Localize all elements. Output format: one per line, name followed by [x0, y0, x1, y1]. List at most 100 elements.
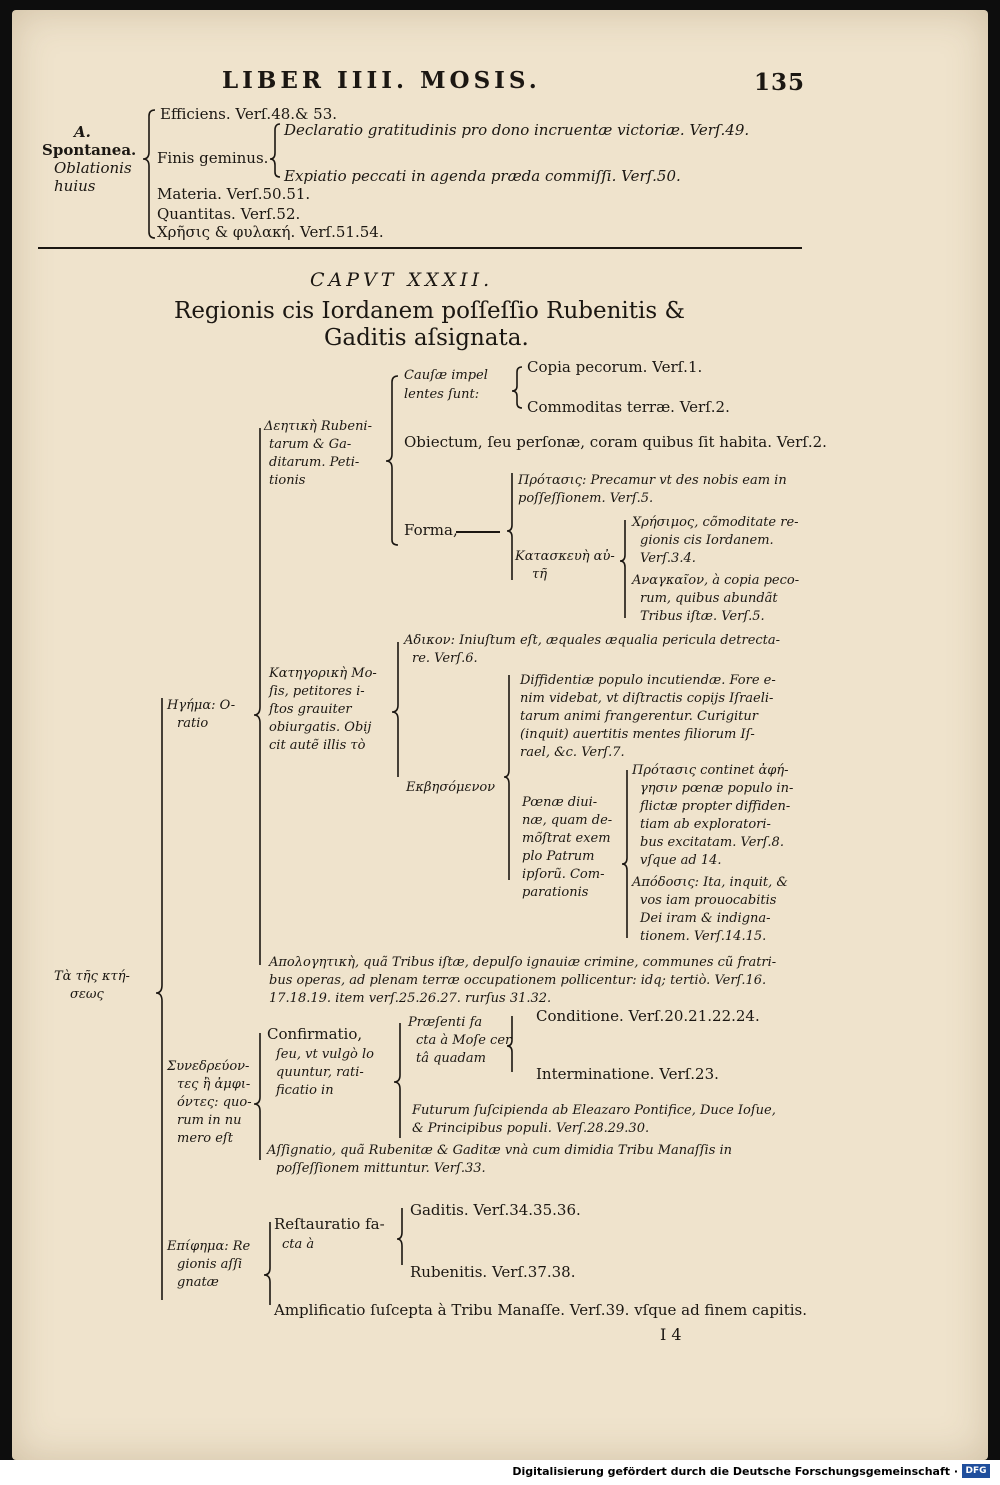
praesenti-2: cta à Moſe cer: [416, 1033, 512, 1048]
futurum-2: & Principibus populi. Verſ.28.29.30.: [412, 1121, 650, 1136]
root-label-1: Τὰ τῆς κτή-: [54, 969, 130, 984]
rubenitis-text: Rubenitis. Verſ.37.38.: [410, 1263, 576, 1281]
poenae-5: ipſorũ. Com-: [522, 867, 605, 882]
protasis2-6: vſque ad 14.: [640, 853, 722, 868]
kategorike-5: cit autẽ illis τὸ: [269, 738, 366, 753]
kataskeue-1: Κατασκευὴ αὐ-: [515, 549, 615, 564]
poenae-6: parationis: [522, 885, 589, 900]
kategorike-2: ſis, petitores i-: [269, 684, 365, 699]
forma-dash: [456, 531, 500, 533]
running-title: LIBER IIII. MOSIS.: [222, 67, 541, 94]
apodosis-3: Dei iram & indigna-: [640, 911, 771, 926]
top-label-a: A.: [74, 123, 91, 141]
forma-text: Forma,: [404, 521, 458, 539]
commoditas-text: Commoditas terræ. Verſ.2.: [527, 398, 730, 416]
interminatione-text: Interminatione. Verſ.23.: [536, 1065, 719, 1083]
diffidentiae-4: (inquit) auertitis mentes filiorum Iſ-: [520, 727, 755, 742]
top-label-oblationis: Oblationis: [54, 159, 132, 177]
confirmatio-4: ficatio in: [276, 1083, 334, 1098]
gaditis-text: Gaditis. Verſ.34.35.36.: [410, 1201, 581, 1219]
chresimos-2: gionis cis Iordanem.: [640, 533, 774, 548]
page-number: 135: [754, 69, 806, 96]
footer-text: Digitalisierung gefördert durch die Deut…: [512, 1465, 958, 1478]
diffidentiae-2: nim videbat, vt diſtractis copijs Iſrael…: [520, 691, 774, 706]
protasis1-2: poſſeſſionem. Verſ.5.: [518, 491, 654, 506]
synedreuontes-4: rum in nu: [177, 1113, 242, 1128]
dfg-logo: DFG: [962, 1464, 990, 1478]
restauratio-1: Reſtauratio fa-: [274, 1215, 385, 1233]
confirmatio-2: ſeu, vt vulgò lo: [276, 1047, 374, 1062]
epiphema-2: gionis aſſi: [177, 1257, 243, 1272]
synedreuontes-3: όντες: quo-: [177, 1095, 252, 1110]
apodosis-4: tionem. Verſ.14.15.: [640, 929, 767, 944]
synedreuontes-2: τες ἢ ἀμφι-: [177, 1077, 251, 1092]
apologetike-2: bus operas, ad plenam terræ occupationem…: [269, 973, 767, 988]
adikon-1: Αδικον: Iniuſtum eſt, æquales æqualia pe…: [404, 633, 781, 648]
anankaion-1: Αναγκαῖον, à copia peco-: [632, 573, 800, 588]
hegema-2: ratio: [177, 716, 209, 731]
chresimos-3: Verſ.3.4.: [640, 551, 696, 566]
futurum-1: Futurum ſuſcipienda ab Eleazaro Pontific…: [412, 1103, 776, 1118]
conditione-text: Conditione. Verſ.20.21.22.24.: [536, 1007, 760, 1025]
diffidentiae-3: tarum animi frangerentur. Curigitur: [520, 709, 758, 724]
declaratio-text: Declaratio gratitudinis pro dono incruen…: [284, 121, 750, 139]
protasis2-3: flictæ propter diffiden-: [640, 799, 791, 814]
synedreuontes-5: mero eſt: [177, 1131, 233, 1146]
footer-bar: Digitalisierung gefördert durch die Deut…: [0, 1460, 1000, 1485]
epiphema-3: gnatæ: [177, 1275, 219, 1290]
assignatio-1: Aſſignatio, quã Rubenitæ & Gaditæ vnà cu…: [267, 1143, 733, 1158]
causae-2: lentes ſunt:: [404, 387, 480, 402]
confirmatio-3: quuntur, rati-: [276, 1065, 364, 1080]
ekpheron-text: Εκβησόμενον: [406, 780, 496, 795]
chresis-text: Χρῆσις & φυλακή. Verſ.51.54.: [157, 223, 384, 241]
copia-text: Copia pecorum. Verſ.1.: [527, 358, 703, 376]
expiatio-text: Expiatio peccati in agenda præda commiſſ…: [284, 167, 681, 185]
praesenti-1: Præſenti fa: [408, 1015, 483, 1030]
materia-text: Materia. Verſ.50.51.: [157, 185, 311, 203]
confirmatio-1: Confirmatio,: [267, 1025, 363, 1043]
amplificatio-text: Amplificatio ſuſcepta à Tribu Manaſſe. V…: [274, 1301, 808, 1319]
protasis2-5: bus excitatam. Verſ.8.: [640, 835, 784, 850]
top-label-spontanea: Spontanea.: [42, 141, 137, 159]
diffidentiae-1: Diffidentiæ populo incutiendæ. Fore e-: [520, 673, 776, 688]
anankaion-2: rum, quibus abundãt: [640, 591, 778, 606]
obiectum-text: Obiectum, ſeu perſonæ, coram quibus ſit …: [404, 433, 827, 451]
efficiens-text: Efficiens. Verſ.48.& 53.: [160, 105, 338, 123]
finis-text: Finis geminus.: [157, 149, 269, 167]
chapter-number: CAPVT XXXII.: [310, 269, 494, 291]
kategorike-3: ſtos grauiter: [269, 702, 352, 717]
kategorike-4: obiurgatis. Obij: [269, 720, 372, 735]
hegema-1: Ηγήμα: O-: [167, 698, 236, 713]
chresimos-1: Χρήσιμος, cõmoditate re-: [632, 515, 799, 530]
apologetike-3: 17.18.19. item verſ.25.26.27. rurſus 31.…: [269, 991, 552, 1006]
quantitas-text: Quantitas. Verſ.52.: [157, 205, 301, 223]
protasis1-1: Πρότασις: Precamur vt des nobis eam in: [518, 473, 787, 488]
diffidentiae-5: rael, &c. Verſ.7.: [520, 745, 625, 760]
apodosis-2: vos iam prouocabitis: [640, 893, 777, 908]
poenae-4: plo Patrum: [522, 849, 595, 864]
signature-mark: I 4: [660, 1325, 682, 1344]
poenae-3: mõſtrat exem: [522, 831, 611, 846]
anankaion-3: Tribus iſtæ. Verſ.5.: [640, 609, 765, 624]
adikon-2: re. Verſ.6.: [412, 651, 478, 666]
apologetike-1: Απολογητικὴ, quã Tribus iſtæ, depulſo ig…: [269, 955, 777, 970]
chapter-title-line1: Regionis cis Iordanem poſſeſſio Rubeniti…: [174, 298, 685, 324]
kategorike-1: Κατηγορικὴ Mo-: [269, 666, 377, 681]
book-page: LIBER IIII. MOSIS. 135 A. Spontanea. Obl…: [12, 10, 988, 1460]
deetike-4: tionis: [269, 473, 306, 488]
restauratio-2: cta à: [282, 1237, 315, 1252]
kataskeue-2: τῆ: [532, 567, 547, 582]
bracket-lines: [38, 109, 802, 1305]
praesenti-3: tâ quadam: [416, 1051, 486, 1066]
poenae-1: Pœnæ diui-: [522, 795, 598, 810]
causae-1: Cauſæ impel: [404, 368, 488, 383]
protasis2-2: γησιν pœnæ populo in-: [640, 781, 794, 796]
root-label-2: σεως: [70, 987, 104, 1002]
protasis2-4: tiam ab exploratori-: [640, 817, 771, 832]
assignatio-2: poſſeſſionem mittuntur. Verſ.33.: [276, 1161, 486, 1176]
chapter-title-line2: Gaditis aſsignata.: [324, 325, 529, 351]
epiphema-1: Επίφημα: Re: [167, 1239, 251, 1254]
deetike-2: tarum & Ga-: [269, 437, 352, 452]
synedreuontes-1: Συνεδρεύον-: [167, 1059, 250, 1074]
deetike-3: ditarum. Peti-: [269, 455, 360, 470]
